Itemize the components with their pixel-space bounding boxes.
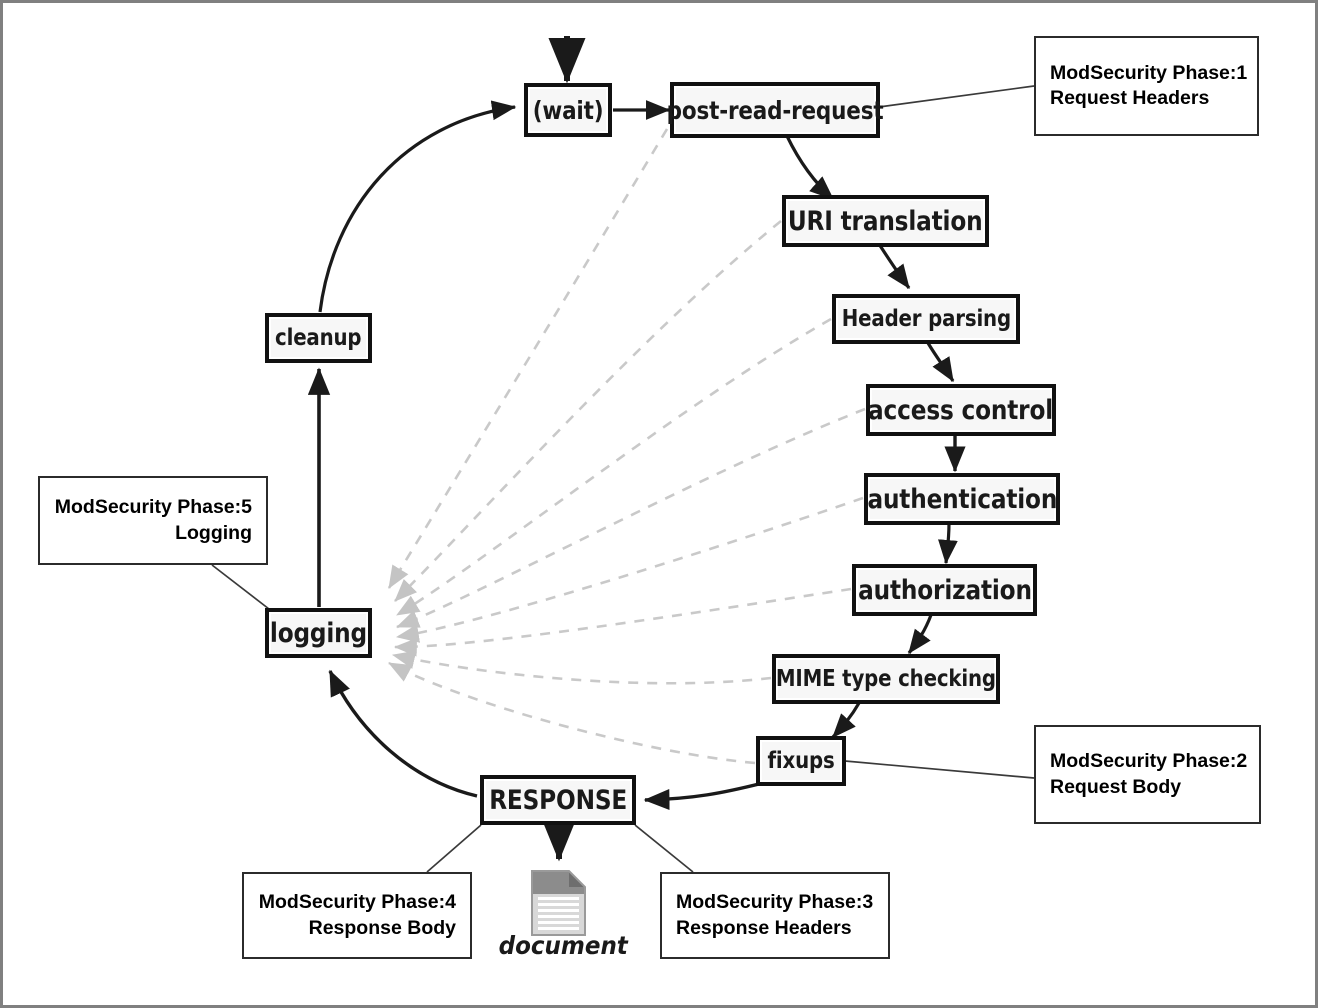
annotation-phase-5: ModSecurity Phase:5 Logging — [38, 476, 268, 565]
dashed-header-parsing-to-logging — [396, 317, 832, 617]
node-authorization-label: authorization — [857, 574, 1032, 606]
node-uri-translation[interactable]: URI translation — [782, 195, 989, 247]
dashed-post-read-request-to-logging — [387, 128, 669, 589]
annotation-phase-2-line1: ModSecurity Phase:2 — [1050, 750, 1248, 773]
leader-phase1 — [878, 85, 1035, 108]
edge-post-read-request-to-uri-translation — [785, 135, 835, 201]
document-page-icon — [531, 870, 586, 936]
annotation-phase-5-line2: Logging — [175, 521, 252, 544]
leader-phase5 — [211, 564, 270, 610]
node-access-control[interactable]: access control — [866, 384, 1056, 436]
annotation-phase-1-line1: ModSecurity Phase:1 — [1050, 61, 1248, 84]
node-fixups-label: fixups — [767, 748, 835, 774]
node-authentication-label: authentication — [867, 483, 1057, 515]
annotation-phase-4-line2: Response Body — [308, 916, 456, 939]
annotation-phase-2-line2: Request Body — [1050, 775, 1182, 798]
node-header-parsing-label: Header parsing — [841, 306, 1011, 332]
annotation-phase-5-line1: ModSecurity Phase:5 — [54, 496, 252, 519]
edge-mime-type-checking-to-fixups — [831, 702, 861, 739]
node-uri-translation-label: URI translation — [788, 205, 983, 237]
edge-response-to-logging — [328, 669, 478, 798]
node-wait[interactable]: (wait) — [524, 83, 612, 137]
node-cleanup[interactable]: cleanup — [265, 313, 372, 363]
edge-authorization-to-mime-type-checking — [907, 614, 933, 655]
edge-uri-translation-to-header-parsing — [877, 243, 911, 290]
edge-authentication-to-authorization — [938, 522, 958, 565]
edge-cleanup-to-wait — [318, 100, 517, 313]
node-header-parsing[interactable]: Header parsing — [832, 294, 1020, 344]
annotation-phase-4: ModSecurity Phase:4 Response Body — [242, 872, 472, 959]
dashed-fixups-to-logging — [388, 661, 756, 765]
node-cleanup-label: cleanup — [275, 325, 362, 351]
annotation-phase-3: ModSecurity Phase:3 Response Headers — [660, 872, 890, 959]
dashed-access-control-to-logging — [396, 407, 866, 629]
node-logging-label: logging — [269, 617, 368, 649]
node-mime-type-checking-label: MIME type checking — [776, 666, 996, 692]
node-authorization[interactable]: authorization — [852, 564, 1037, 616]
annotation-phase-3-line1: ModSecurity Phase:3 — [676, 891, 874, 914]
dashed-authentication-to-logging — [395, 496, 864, 643]
node-response-label: RESPONSE — [489, 784, 627, 816]
annotation-phase-1: ModSecurity Phase:1 Request Headers — [1034, 36, 1259, 136]
document-caption: document — [498, 931, 628, 960]
node-authentication[interactable]: authentication — [864, 473, 1060, 525]
edge-header-parsing-to-access-control — [926, 342, 955, 383]
dashed-authorization-to-logging — [393, 587, 852, 657]
dashed-uri-translation-to-logging — [394, 219, 782, 602]
annotation-phase-4-line1: ModSecurity Phase:4 — [258, 891, 456, 914]
annotation-phase-1-line2: Request Headers — [1050, 87, 1210, 109]
node-response[interactable]: RESPONSE — [480, 775, 636, 825]
node-mime-type-checking[interactable]: MIME type checking — [772, 654, 1000, 704]
annotation-phase-2: ModSecurity Phase:2 Request Body — [1034, 725, 1261, 824]
node-fixups[interactable]: fixups — [756, 736, 846, 786]
leader-phase4 — [426, 824, 482, 873]
node-access-control-label: access control — [868, 394, 1054, 426]
dashed-mime-type-checking-to-logging — [391, 650, 772, 685]
node-logging[interactable]: logging — [265, 608, 372, 658]
annotation-phase-3-line2: Response Headers — [676, 916, 852, 939]
leader-phase3 — [634, 824, 694, 873]
leader-phase2 — [844, 760, 1035, 779]
edge-fixups-to-response — [643, 781, 764, 811]
node-post-read-request-label: post-read-request — [666, 95, 884, 125]
node-post-read-request[interactable]: post-read-request — [667, 82, 884, 138]
node-wait-label: (wait) — [532, 95, 604, 125]
